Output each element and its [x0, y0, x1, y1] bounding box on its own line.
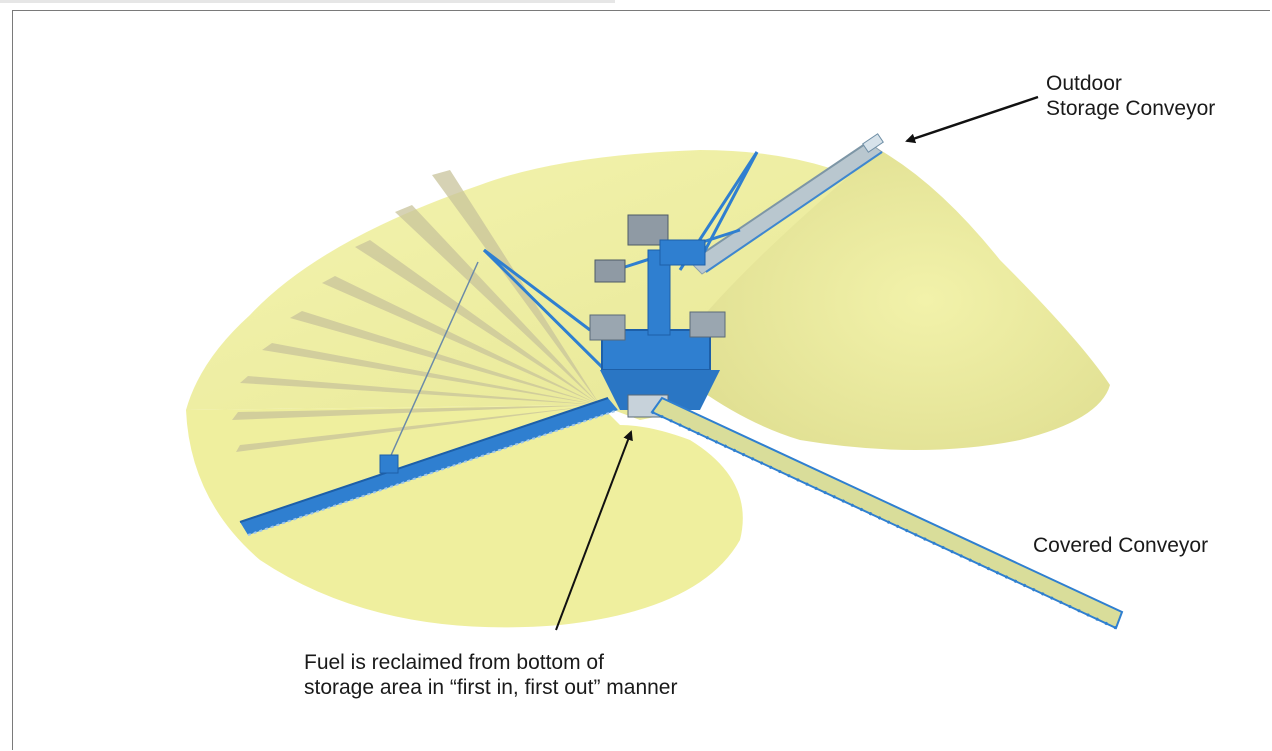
label-outdoor-storage-conveyor: Outdoor Storage Conveyor	[1046, 71, 1215, 121]
label-covered-conveyor: Covered Conveyor	[1033, 533, 1208, 558]
arrow-outdoor	[907, 97, 1038, 141]
label-reclaim-note: Fuel is reclaimed from bottom of storage…	[304, 650, 677, 700]
